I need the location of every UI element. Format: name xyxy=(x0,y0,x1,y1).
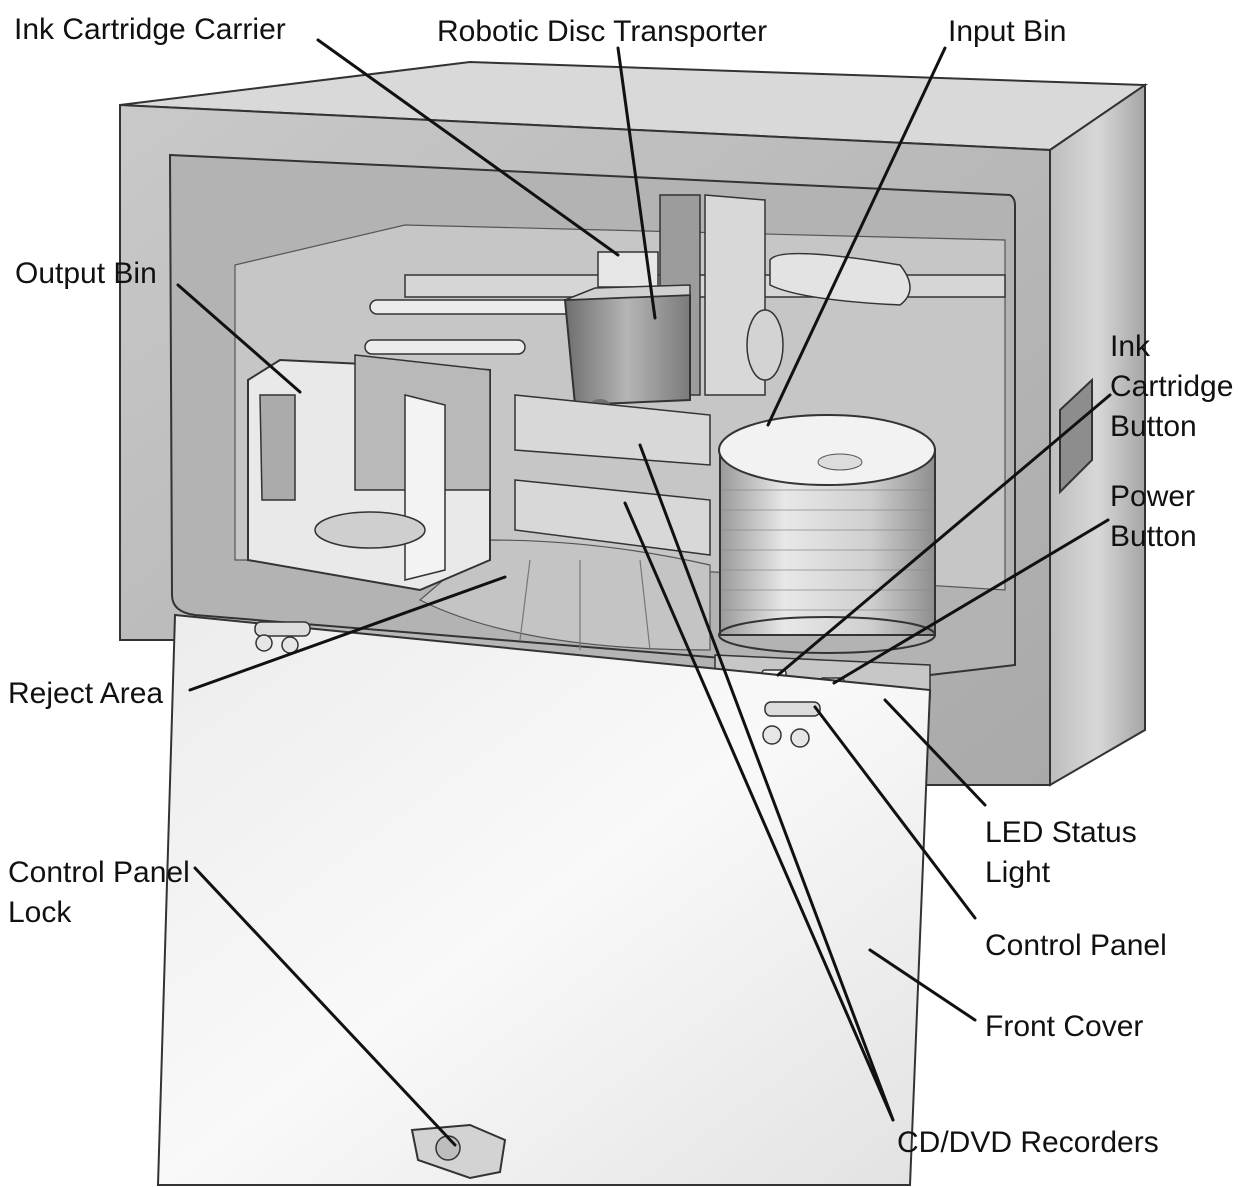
label-ink-cartridge-button-line2: Cartridge xyxy=(1110,370,1234,403)
label-power-button-line1: Power xyxy=(1110,480,1196,513)
leader-control-panel-lock xyxy=(193,866,457,1147)
transporter-head-top xyxy=(564,284,691,301)
label-cd-dvd-recorders: CD/DVD Recorders xyxy=(897,1126,1159,1159)
label-led-status-light-line1: LED Status xyxy=(985,816,1137,849)
reject-tray xyxy=(418,539,711,651)
leader-output-bin xyxy=(176,283,302,394)
disc-stack-bottom xyxy=(718,616,936,654)
leader-lines xyxy=(176,38,1112,1147)
leader-led-status-light xyxy=(883,698,987,807)
leader-cd-dvd-recorder-2 xyxy=(623,501,895,1122)
cabinet-right-side xyxy=(1049,83,1146,787)
hinge-right xyxy=(762,701,821,748)
label-control-panel: Control Panel xyxy=(985,929,1167,962)
pulley xyxy=(746,309,784,381)
label-ink-cartridge-button-line1: Ink xyxy=(1110,330,1151,363)
label-control-panel-lock-line2: Lock xyxy=(8,896,72,929)
leader-front-cover xyxy=(868,948,977,1022)
label-front-cover: Front Cover xyxy=(985,1010,1144,1043)
label-control-panel-lock-line1: Control Panel xyxy=(8,856,190,889)
label-power-button: Power Button xyxy=(1110,477,1197,557)
leader-input-bin xyxy=(766,46,947,427)
drive-bay-upper xyxy=(514,394,711,466)
label-input-bin: Input Bin xyxy=(948,15,1067,48)
leader-reject-area xyxy=(188,575,507,692)
leader-ink-cartridge-button xyxy=(776,393,1112,677)
label-ink-cartridge-button-line3: Button xyxy=(1110,410,1197,443)
hinge-left xyxy=(254,621,311,654)
label-ink-cartridge-carrier: Ink Cartridge Carrier xyxy=(14,13,286,46)
input-bin xyxy=(718,414,936,654)
leader-ink-cartridge-carrier xyxy=(316,38,620,257)
label-robotic-disc-transporter: Robotic Disc Transporter xyxy=(437,15,768,48)
transporter-head xyxy=(563,293,691,407)
side-window xyxy=(1059,377,1093,495)
label-power-button-line2: Button xyxy=(1110,520,1197,553)
label-led-status-light: LED Status Light xyxy=(985,813,1137,893)
leader-control-panel xyxy=(813,705,977,920)
leader-cd-dvd-recorder-1 xyxy=(638,443,895,1122)
label-control-panel-lock: Control Panel Lock xyxy=(8,853,190,933)
leader-power-button xyxy=(832,518,1110,685)
control-panel-lock-shape xyxy=(410,1123,507,1180)
label-reject-area: Reject Area xyxy=(8,677,164,710)
rod-2 xyxy=(364,339,526,355)
label-output-bin: Output Bin xyxy=(15,257,157,290)
front-cover xyxy=(156,613,932,1186)
leader-robotic-disc-transporter xyxy=(616,46,657,320)
output-bin xyxy=(247,354,491,592)
belt-loop xyxy=(769,252,911,306)
label-led-status-light-line2: Light xyxy=(985,856,1051,889)
disc-stack-top xyxy=(718,414,936,486)
label-ink-cartridge-button: Ink Cartridge Button xyxy=(1110,327,1233,447)
